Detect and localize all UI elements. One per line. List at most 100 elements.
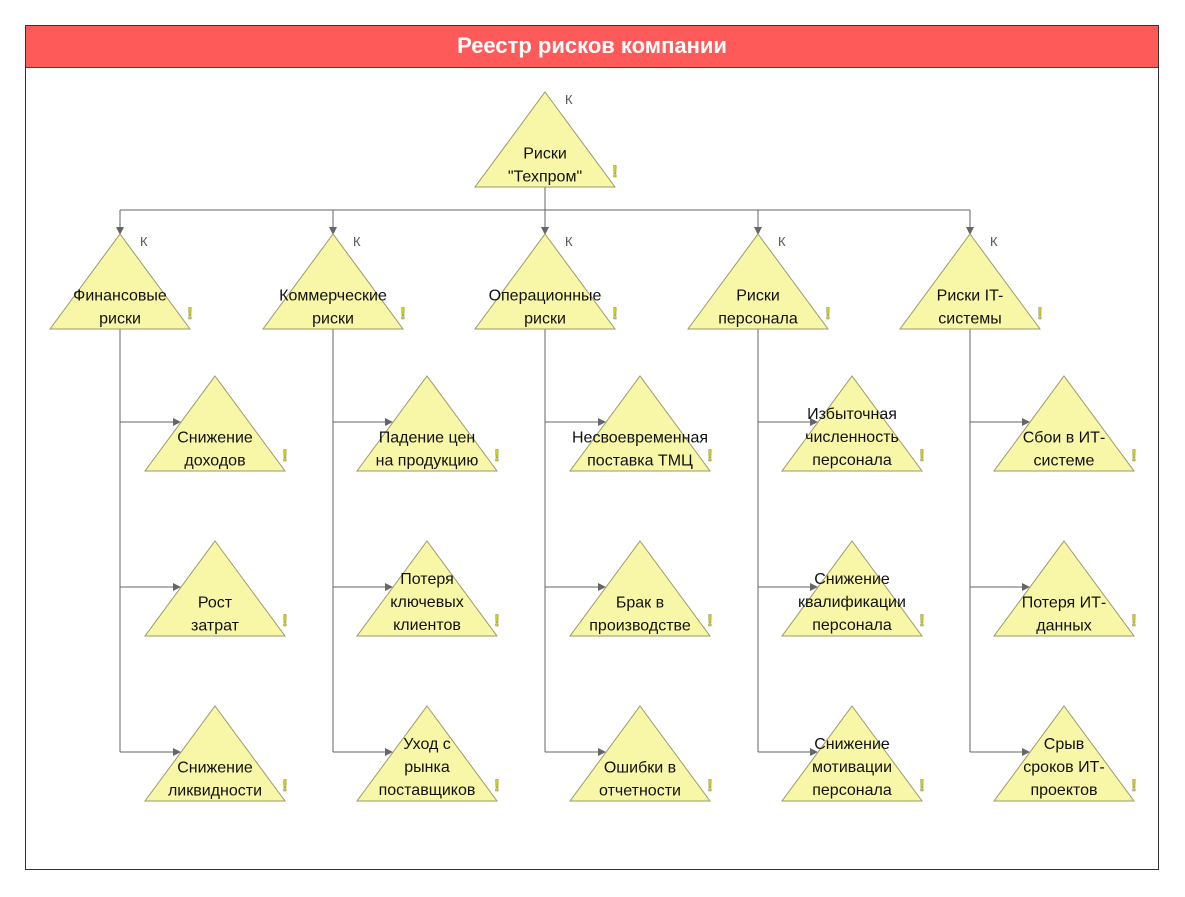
node-label-line: Коммерческие: [279, 288, 387, 305]
node-label-line: персонала: [812, 452, 892, 469]
triangle-shape: [993, 540, 1135, 637]
warning-icon: !: [707, 776, 713, 795]
node-label-line: Падение цен: [379, 430, 475, 447]
triangle-shape: [356, 705, 498, 802]
triangle-shape: [569, 375, 711, 472]
risk-node[interactable]: Снижение ликвидности!: [144, 705, 288, 802]
node-label-line: системы: [938, 311, 1001, 328]
node-label-line: численность: [805, 429, 899, 446]
warning-icon: !: [919, 611, 925, 630]
node-label-line: Финансовые: [73, 288, 167, 305]
warning-icon: !: [612, 162, 618, 181]
triangle-shape: [474, 233, 616, 330]
warning-icon: !: [1131, 446, 1137, 465]
warning-icon: !: [494, 446, 500, 465]
node-label-line: клиентов: [393, 617, 461, 634]
warning-icon: !: [494, 776, 500, 795]
warning-icon: !: [1037, 304, 1043, 323]
warning-icon: !: [919, 446, 925, 465]
node-label-line: поставщиков: [379, 782, 476, 799]
warning-icon: !: [494, 611, 500, 630]
node-label-line: Брак в: [616, 595, 664, 612]
connector-layer: [116, 187, 1030, 756]
branch-node[interactable]: Операционные риски! К: [474, 233, 618, 330]
node-label-line: Несвоевременная: [572, 430, 708, 447]
risk-node[interactable]: Срыв сроков ИТ-проектов!: [993, 705, 1137, 802]
triangle-shape: [49, 233, 191, 330]
risk-node[interactable]: Падение цен на продукцию!: [356, 375, 500, 472]
triangle-shape: [474, 91, 616, 188]
node-label-line: рынка: [404, 759, 450, 776]
node-label-line: Срыв: [1044, 736, 1084, 753]
warning-icon: !: [1131, 776, 1137, 795]
risk-node[interactable]: Сбои в ИТ-системе!: [993, 375, 1137, 472]
branch-node[interactable]: Риски IT-системы! К: [899, 233, 1043, 330]
triangle-shape: [687, 233, 829, 330]
k-marker-icon: К: [990, 234, 998, 249]
k-marker-icon: К: [140, 234, 148, 249]
node-label-line: Потеря: [400, 571, 453, 588]
k-marker-icon: К: [565, 234, 573, 249]
node-label-line: Снижение: [177, 430, 253, 447]
node-layer: Риски"Техпром"!КФинансовыериски!КСнижени…: [49, 91, 1137, 802]
node-label-line: риски: [99, 311, 141, 328]
triangle-shape: [262, 233, 404, 330]
node-label-line: персонала: [812, 617, 892, 634]
warning-icon: !: [612, 304, 618, 323]
triangle-shape: [899, 233, 1041, 330]
triangle-shape: [144, 705, 286, 802]
node-label-line: персонала: [812, 782, 892, 799]
risk-node[interactable]: Снижение доходов!: [144, 375, 288, 472]
triangle-shape: [356, 540, 498, 637]
node-label-line: проектов: [1030, 782, 1097, 799]
node-label-line: Снижение: [814, 571, 890, 588]
node-label-line: поставка ТМЦ: [587, 453, 693, 470]
k-marker-icon: К: [565, 92, 573, 107]
risk-node[interactable]: Потеря ИТ-данных!: [993, 540, 1137, 637]
triangle-shape: [781, 375, 923, 472]
node-label-line: на продукцию: [376, 453, 479, 470]
node-label-line: Избыточная: [807, 406, 897, 423]
node-label-line: Сбои в ИТ-: [1023, 430, 1106, 447]
node-label-line: доходов: [184, 453, 245, 470]
triangle-shape: [569, 540, 711, 637]
triangle-shape: [144, 540, 286, 637]
node-label-line: ликвидности: [168, 783, 262, 800]
diagram-title: Реестр рисков компании: [26, 26, 1158, 68]
k-marker-icon: К: [778, 234, 786, 249]
node-label-line: системе: [1034, 453, 1095, 470]
node-label-line: ключевых: [390, 594, 463, 611]
warning-icon: !: [282, 776, 288, 795]
warning-icon: !: [1131, 611, 1137, 630]
risk-node[interactable]: Потеря ключевых клиентов!: [356, 540, 500, 637]
root-node[interactable]: Риски"Техпром"!К: [474, 91, 618, 188]
warning-icon: !: [282, 446, 288, 465]
node-label-line: риски: [524, 311, 566, 328]
node-label-line: Ошибки в: [604, 760, 676, 777]
node-label-line: производстве: [589, 618, 691, 635]
triangle-shape: [144, 375, 286, 472]
node-label-line: Риски: [736, 288, 780, 305]
warning-icon: !: [282, 611, 288, 630]
risk-node[interactable]: Избыточная численность персонала!: [781, 375, 925, 472]
node-label-line: Риски IT-: [937, 288, 1004, 305]
triangle-shape: [781, 540, 923, 637]
node-label-line: Снижение: [177, 760, 253, 777]
node-label-line: персонала: [718, 311, 798, 328]
triangle-shape: [569, 705, 711, 802]
node-label-line: Операционные: [489, 288, 602, 305]
triangle-shape: [993, 705, 1135, 802]
node-label-line: сроков ИТ-: [1023, 759, 1104, 776]
triangle-shape: [356, 375, 498, 472]
